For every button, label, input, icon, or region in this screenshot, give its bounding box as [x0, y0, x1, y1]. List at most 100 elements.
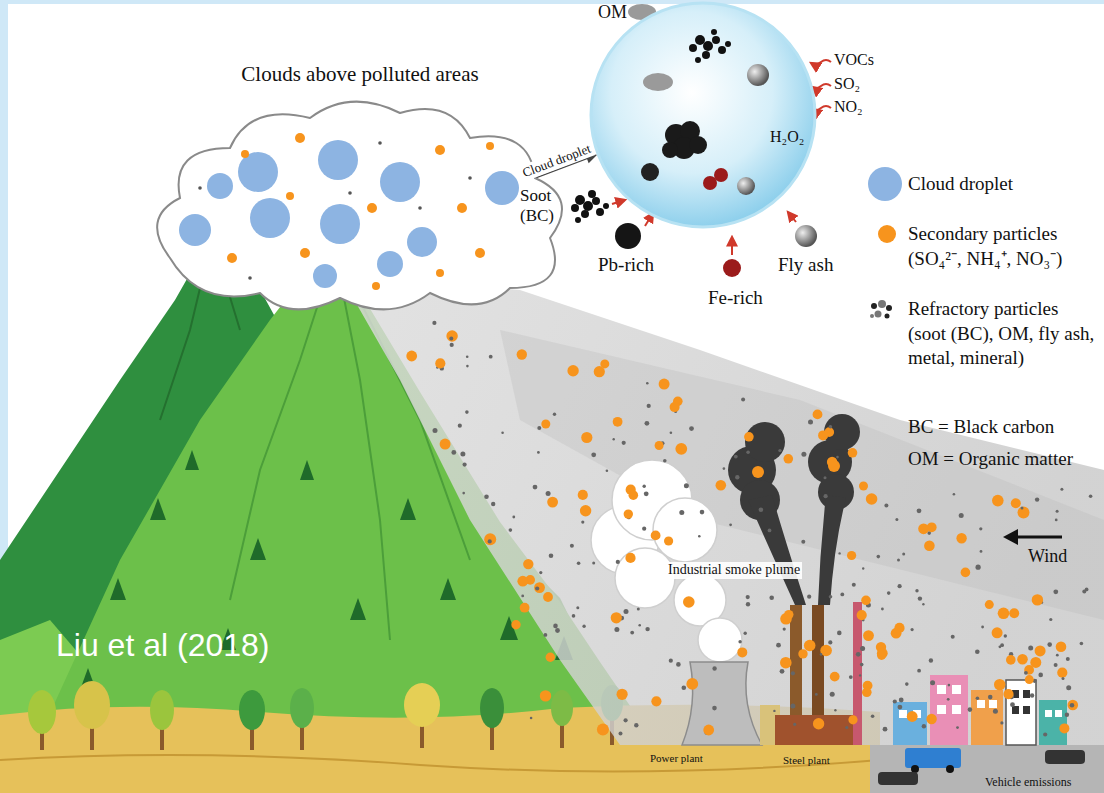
- refractory-particle-dot: [1080, 642, 1084, 646]
- refractory-particle-dot: [544, 633, 548, 637]
- refractory-particle-dot: [646, 382, 649, 385]
- refractory-particle-dot: [698, 535, 701, 538]
- soot-particle: [603, 203, 609, 209]
- foreground-trees: [28, 690, 56, 734]
- secondary-particle-dot: [520, 603, 530, 613]
- droplet-circle-outline: [588, 0, 818, 230]
- refractory-particle-dot: [862, 567, 864, 569]
- refractory-particle-dot: [433, 428, 438, 433]
- gas-label: VOCs: [834, 50, 874, 69]
- cloud-region-outline: [475, 248, 485, 258]
- refractory-particle-dot: [1055, 519, 1058, 522]
- particle-label: Soot (BC): [520, 186, 572, 227]
- refractory-particle-dot: [968, 707, 973, 712]
- droplet-circle-outline: [695, 57, 701, 63]
- refractory-particle-dot: [1038, 673, 1043, 678]
- refractory-particle-dot: [1049, 618, 1052, 621]
- refractory-particle-dot: [744, 632, 747, 635]
- secondary-particle-dot: [670, 402, 680, 412]
- refractory-particle-dot: [993, 709, 998, 714]
- chimney: [790, 605, 802, 715]
- particle-label: Fe-rich: [708, 287, 763, 310]
- secondary-particle-dot: [830, 672, 840, 682]
- refractory-particle-dot: [643, 485, 646, 488]
- refractory-particle-dot: [884, 504, 888, 508]
- droplet-circle-outline: [689, 136, 707, 154]
- particle-dot: [752, 466, 764, 478]
- refractory-particle-dot: [780, 669, 785, 674]
- red-arrows: [812, 84, 831, 88]
- refractory-particle-dot: [824, 494, 828, 498]
- secondary-particle-dot: [784, 610, 793, 619]
- refractory-particle-dot: [581, 521, 584, 524]
- secondary-particle-dot: [859, 482, 868, 491]
- legend-text: Refractory particles (soot (BC), OM, fly…: [908, 297, 1100, 371]
- refractory-swatch-dot: [885, 314, 890, 319]
- refractory-particle-dot: [530, 717, 533, 720]
- refractory-particle-dot: [637, 608, 640, 611]
- refractory-particle-dot: [746, 595, 750, 599]
- refractory-particle-dot: [460, 451, 465, 456]
- refractory-particle-dot: [981, 626, 984, 629]
- secondary-particle-dot: [523, 559, 533, 569]
- refractory-particle-dot: [979, 527, 982, 530]
- refractory-particle-dot: [829, 595, 833, 599]
- soot-particle: [592, 197, 600, 205]
- secondary-particle-dot: [848, 448, 858, 458]
- refractory-particle-dot: [922, 724, 926, 728]
- refractory-particle-dot: [1054, 663, 1058, 667]
- refractory-particle-dot: [533, 485, 538, 490]
- secondary-particle-dot: [629, 490, 639, 500]
- cooling-tower: [682, 662, 762, 745]
- buildings: [899, 685, 1062, 718]
- refractory-particle-dot: [489, 355, 493, 359]
- refractory-particle-dot: [591, 452, 596, 457]
- refractory-particle-dot: [741, 397, 745, 401]
- foreground-trees: [404, 683, 440, 727]
- refractory-particle-dot: [929, 658, 933, 662]
- secondary-particle-dot: [517, 576, 528, 587]
- refractory-particle-dot: [549, 553, 554, 558]
- secondary-particle-dot: [511, 620, 520, 629]
- refractory-particle-dot: [619, 732, 623, 736]
- cloud-region-outline: [198, 141, 472, 280]
- secondary-particle-dot: [866, 493, 878, 505]
- secondary-particle-dot: [1018, 507, 1030, 519]
- secondary-particle-dot: [484, 533, 496, 545]
- red-arrows: [788, 212, 796, 222]
- refractory-particle-dot: [712, 666, 716, 670]
- secondary-particle-dot: [780, 657, 792, 669]
- refractory-particle-dot: [449, 337, 453, 341]
- secondary-particle-dot: [918, 523, 929, 534]
- secondary-particle-dot: [857, 610, 867, 620]
- refractory-particle-dot: [689, 426, 694, 431]
- refractory-swatch-dot: [875, 311, 882, 318]
- refractory-particle-dot: [859, 674, 861, 676]
- refractory-particle-dot: [930, 680, 935, 685]
- secondary-particle-dot: [547, 497, 558, 508]
- trees: [300, 460, 314, 480]
- cloud-region-outline: [248, 276, 252, 280]
- vehicles: [911, 765, 919, 773]
- droplet-circle-outline: [695, 35, 705, 45]
- secondary-particle-dot: [820, 645, 832, 657]
- refractory-particle-dot: [644, 491, 649, 496]
- source-label: Steel plant: [783, 754, 830, 767]
- refractory-particle-dot: [645, 421, 650, 426]
- cloud-region-outline: [380, 162, 420, 202]
- refractory-particle-dot: [769, 595, 774, 600]
- refractory-particle-dot: [462, 492, 465, 495]
- foreground-trees: [239, 690, 265, 730]
- droplet-circle-outline: [591, 3, 815, 227]
- refractory-particle-dot: [684, 483, 689, 488]
- cloud-region-outline: [418, 206, 422, 210]
- refractory-particle-dot: [980, 550, 983, 553]
- droplet-circle-outline: [718, 46, 726, 54]
- refractory-particle-dot: [1066, 685, 1071, 690]
- gas-label-holder: SO₂: [834, 74, 860, 93]
- particle-label-holder: Pb-rich: [598, 254, 654, 277]
- refractory-particle-dot: [815, 693, 818, 696]
- refractory-particle-dot: [1000, 721, 1003, 724]
- secondary-particle-dot: [517, 349, 527, 359]
